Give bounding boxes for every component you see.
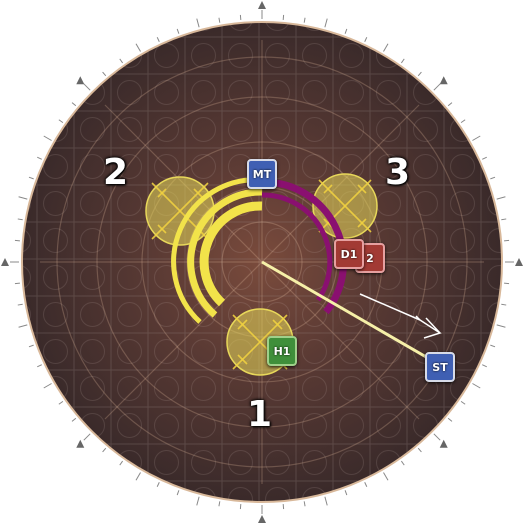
boundary-tick <box>304 18 305 23</box>
boundary-tick <box>490 345 495 347</box>
boundary-tick <box>434 434 440 440</box>
cardinal-tick-icon <box>440 76 448 84</box>
boundary-tick <box>19 197 28 199</box>
boundary-tick <box>19 325 28 327</box>
boundary-tick <box>365 37 367 42</box>
boundary-tick <box>384 472 389 480</box>
cardinal-tick-icon <box>515 258 523 266</box>
boundary-tick <box>461 401 465 404</box>
boundary-tick <box>37 157 42 159</box>
boundary-tick <box>219 501 220 506</box>
boundary-tick <box>472 384 480 389</box>
boundary-tick <box>84 434 90 440</box>
boundary-tick <box>136 472 141 480</box>
boundary-tick <box>177 29 179 34</box>
boundary-tick <box>448 418 452 421</box>
boundary-tick <box>103 72 106 76</box>
position-label-1: 1 <box>247 394 272 435</box>
cardinal-tick-icon <box>440 440 448 448</box>
boundary-tick <box>345 29 347 34</box>
cardinal-tick-icon <box>258 1 266 9</box>
boundary-tick <box>501 219 506 220</box>
boundary-tick <box>304 501 305 506</box>
boundary-tick <box>401 461 404 465</box>
boundary-tick <box>72 103 76 106</box>
cardinal-tick-icon <box>258 515 266 523</box>
boundary-tick <box>29 177 34 179</box>
boundary-tick <box>44 384 52 389</box>
boundary-tick <box>120 461 123 465</box>
boundary-tick <box>120 59 123 63</box>
boundary-tick <box>103 448 106 452</box>
boundary-tick <box>497 325 506 327</box>
boundary-tick <box>18 304 23 305</box>
cardinal-tick-icon <box>1 258 9 266</box>
position-label-3: 3 <box>385 152 410 193</box>
marker-st[interactable]: ST <box>425 352 455 382</box>
boundary-tick <box>490 177 495 179</box>
marker-mt[interactable]: MT <box>247 159 277 189</box>
marker-d1[interactable]: D1 <box>334 239 364 269</box>
boundary-tick <box>482 157 487 159</box>
boundary-tick <box>472 136 480 141</box>
cardinal-tick-icon <box>76 76 84 84</box>
boundary-tick <box>157 37 159 42</box>
boundary-tick <box>418 72 421 76</box>
boundary-tick <box>136 44 141 52</box>
boundary-tick <box>325 497 327 506</box>
boundary-tick <box>72 418 76 421</box>
boundary-tick <box>18 219 23 220</box>
position-label-2: 2 <box>103 152 128 193</box>
boundary-tick <box>384 44 389 52</box>
boundary-tick <box>177 490 179 495</box>
boundary-tick <box>365 482 367 487</box>
boundary-tick <box>37 365 42 367</box>
boundary-tick <box>59 401 63 404</box>
boundary-tick <box>157 482 159 487</box>
boundary-tick <box>501 304 506 305</box>
boundary-tick <box>84 84 90 90</box>
boundary-tick <box>197 497 199 506</box>
cardinal-tick-icon <box>76 440 84 448</box>
boundary-tick <box>434 84 440 90</box>
boundary-tick <box>44 136 52 141</box>
boundary-tick <box>401 59 404 63</box>
boundary-tick <box>482 365 487 367</box>
boundary-tick <box>197 19 199 28</box>
boundary-tick <box>497 197 506 199</box>
boundary-tick <box>325 19 327 28</box>
boundary-tick <box>59 120 63 123</box>
boundary-tick <box>29 345 34 347</box>
boundary-tick <box>345 490 347 495</box>
boundary-tick <box>461 120 465 123</box>
marker-h1[interactable]: H1 <box>267 336 297 366</box>
boundary-tick <box>418 448 421 452</box>
boundary-tick <box>448 103 452 106</box>
boundary-tick <box>219 18 220 23</box>
